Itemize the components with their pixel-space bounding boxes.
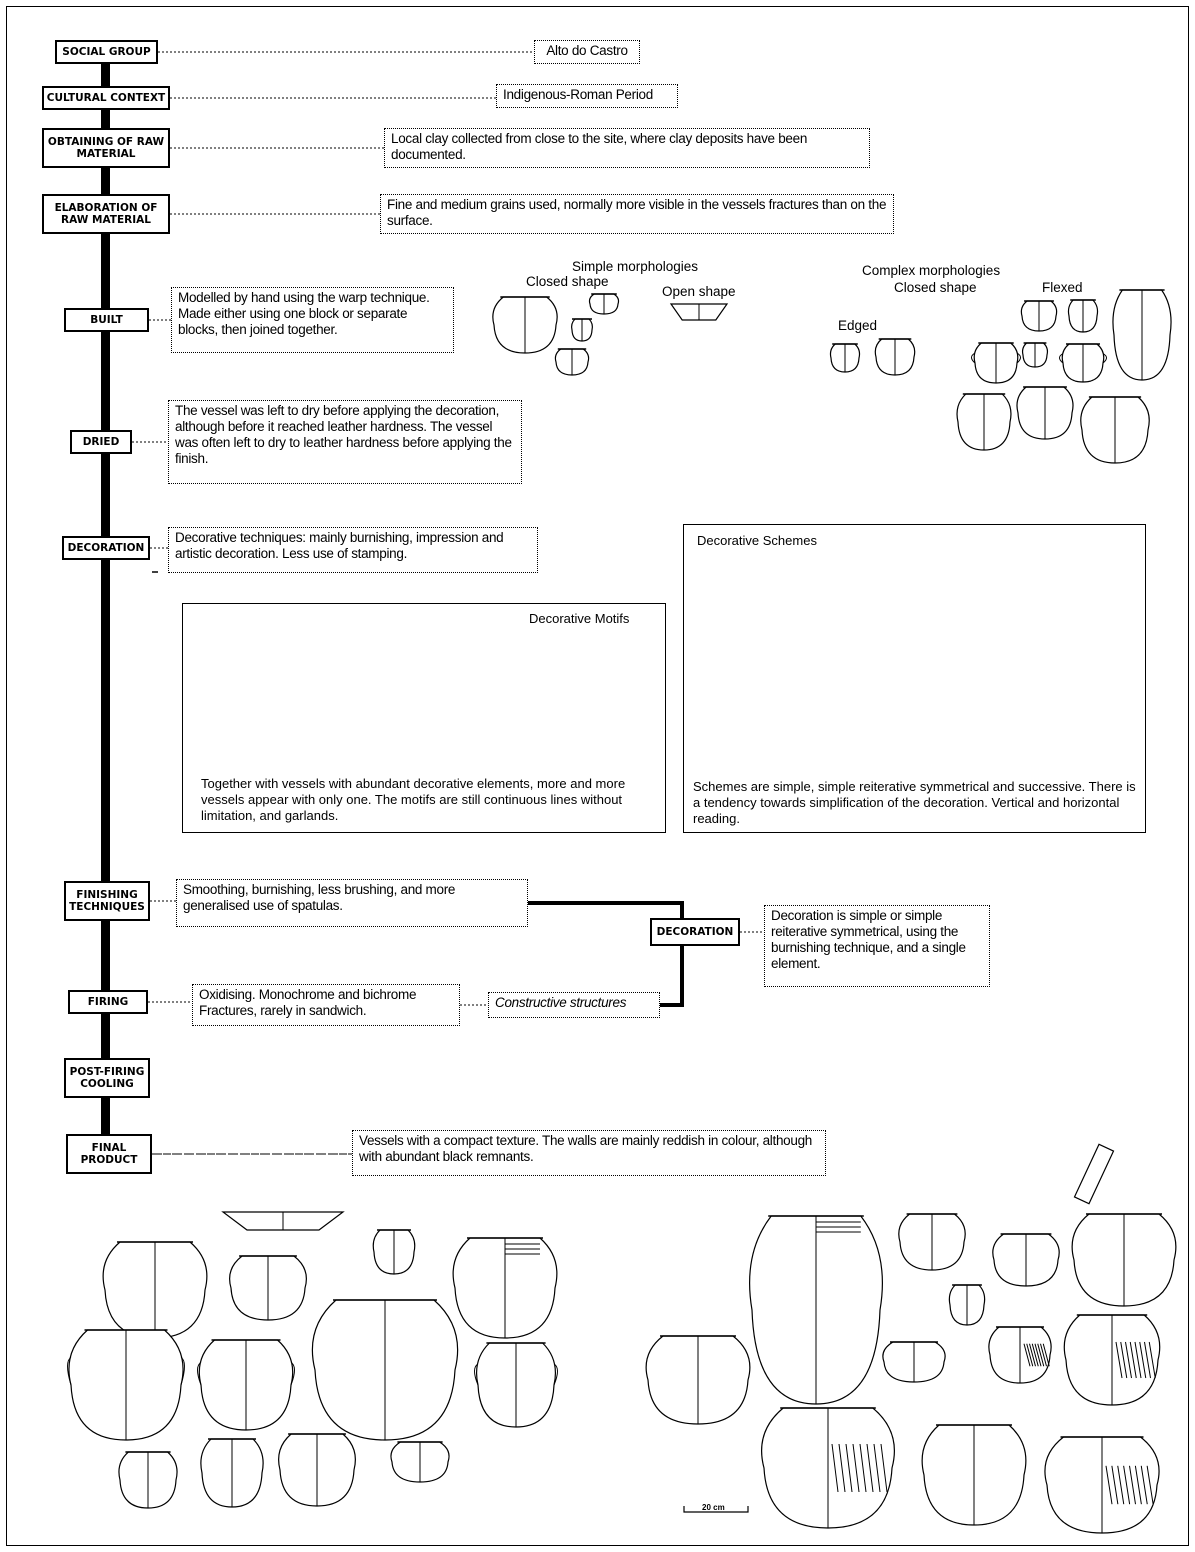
vessel-final-13 <box>749 1215 883 1405</box>
decorative-schemes-caption: Schemes are simple, simple reiterative s… <box>693 779 1136 826</box>
note-cultural-context: Indigenous-Roman Period <box>496 84 678 108</box>
vessel-final-23 <box>921 1424 1027 1526</box>
label-complex-morphologies: Complex morphologies <box>862 263 1001 278</box>
vessel-complex-1 <box>971 342 1021 384</box>
vessel-final-21 <box>1063 1314 1161 1406</box>
note-social-group: Alto do Castro <box>534 40 640 64</box>
vessel-simple-closed-2 <box>588 293 620 315</box>
label-edged: Edged <box>838 318 878 333</box>
vessel-complex-6 <box>1080 396 1150 464</box>
vessel-edged-2 <box>874 338 916 376</box>
stage-built: BUILT <box>64 308 149 332</box>
decorative-schemes-title: Decorative Schemes <box>697 533 817 548</box>
figure-frame <box>6 6 1189 1546</box>
note-built: Modelled by hand using the warp techniqu… <box>171 287 454 353</box>
scale-bar-label: 20 cm <box>702 1503 725 1512</box>
vessel-simple-closed-3 <box>571 318 593 342</box>
vessel-final-15 <box>992 1233 1060 1287</box>
vessel-final-11 <box>278 1433 356 1507</box>
branch-finishing-decoration <box>528 901 684 918</box>
vessel-final-19 <box>882 1341 946 1383</box>
note-final-product: Vessels with a compact texture. The wall… <box>352 1130 826 1176</box>
stage-final-product: FINAL PRODUCT <box>66 1134 152 1174</box>
label-open-shape: Open shape <box>662 284 736 299</box>
note-constructive: Constructive structures <box>488 992 660 1018</box>
stage-decoration: DECORATION <box>62 536 150 560</box>
note-decoration-branch: Decoration is simple or simple reiterati… <box>764 905 990 987</box>
label-flexed: Flexed <box>1042 280 1083 295</box>
note-elaboration: Fine and medium grains used, normally mo… <box>380 194 894 234</box>
vessel-final-12 <box>390 1441 450 1483</box>
stage-dried: DRIED <box>70 430 132 454</box>
decorative-schemes-panel: Decorative Schemes Schemes are simple, s… <box>683 524 1146 833</box>
decoration-strip <box>1073 1143 1115 1205</box>
vessel-final-3 <box>372 1229 416 1275</box>
stage-obtaining: OBTAINING OF RAW MATERIAL <box>42 128 170 168</box>
label-closed-shape: Closed shape <box>526 274 609 289</box>
stage-finishing: FINISHING TECHNIQUES <box>64 881 150 921</box>
process-spine <box>101 62 110 1142</box>
decorative-motifs-panel: Decorative Motifs Together with vessels … <box>182 603 666 833</box>
stage-decoration-branch: DECORATION <box>650 918 740 946</box>
vessel-final-1 <box>102 1241 208 1339</box>
vessel-final-8 <box>474 1342 558 1428</box>
vessel-final-6 <box>197 1339 295 1431</box>
vessel-simple-closed-4 <box>554 348 590 376</box>
note-obtaining: Local clay collected from close to the s… <box>384 128 870 168</box>
vessel-flexed-1 <box>1020 300 1058 332</box>
vessel-final-5 <box>67 1329 185 1441</box>
vessel-final-9 <box>118 1451 178 1509</box>
vessel-final-18 <box>645 1335 751 1425</box>
vessel-final-16 <box>948 1284 986 1326</box>
decorative-motifs-caption: Together with vessels with abundant deco… <box>201 776 626 823</box>
stage-cultural-context: CULTURAL CONTEXT <box>42 86 170 110</box>
stage-social-group: SOCIAL GROUP <box>55 40 158 64</box>
label-complex-closed-shape: Closed shape <box>894 280 977 295</box>
vessel-flexed-tall <box>1112 289 1172 381</box>
vessel-final-20 <box>988 1326 1052 1384</box>
vessel-edged-1 <box>829 343 861 373</box>
vessel-flexed-2 <box>1067 299 1099 333</box>
stage-cooling: POST-FIRING COOLING <box>64 1058 150 1098</box>
note-firing: Oxidising. Monochrome and bichrome Fract… <box>192 984 460 1026</box>
scale-bar <box>683 1506 749 1513</box>
vessel-simple-closed-1 <box>492 296 558 354</box>
vessel-complex-5 <box>1016 386 1074 440</box>
vessel-final-10 <box>200 1438 264 1508</box>
vessel-complex-2 <box>1021 342 1049 368</box>
note-dried: The vessel was left to dry before applyi… <box>168 400 522 484</box>
vessel-final-24 <box>1044 1436 1160 1534</box>
label-simple-morphologies: Simple morphologies <box>572 259 699 274</box>
stage-elaboration: ELABORATION OF RAW MATERIAL <box>42 194 170 234</box>
vessel-final-2 <box>229 1255 307 1321</box>
note-decoration: Decorative techniques: mainly burnishing… <box>168 527 538 573</box>
vessel-final-17 <box>1071 1213 1177 1307</box>
note-finishing: Smoothing, burnishing, less brushing, an… <box>176 879 528 927</box>
branch-firing-decoration <box>660 946 684 1007</box>
vessel-complex-4 <box>956 393 1012 451</box>
vessel-complex-3 <box>1059 343 1107 383</box>
vessel-final-4 <box>452 1237 558 1339</box>
vessel-final-7 <box>311 1299 459 1441</box>
stage-firing: FIRING <box>68 990 148 1014</box>
vessel-final-22 <box>761 1407 895 1529</box>
decorative-motifs-title: Decorative Motifs <box>529 611 630 626</box>
vessel-final-14 <box>898 1213 966 1271</box>
